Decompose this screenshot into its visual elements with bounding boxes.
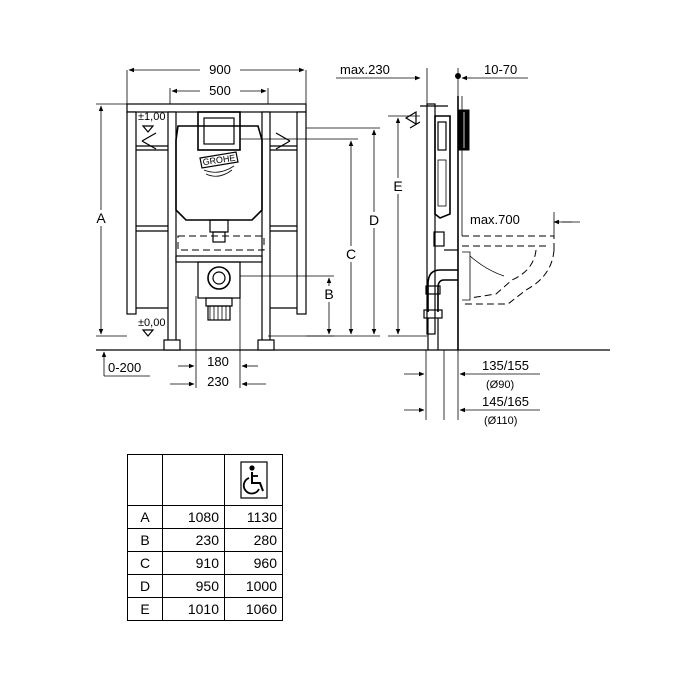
cistern-side (434, 115, 451, 219)
row-accessible: 960 (224, 551, 283, 575)
dim-drain-230: 230 (207, 374, 229, 389)
table-row: C 910 960 (127, 551, 283, 575)
table-row: B 230 280 (127, 528, 283, 552)
label-B: B (324, 286, 333, 302)
row-standard: 1080 (162, 505, 225, 529)
table-header-empty (127, 454, 163, 506)
frame-left-rail (126, 111, 137, 315)
row-standard: 910 (162, 551, 225, 575)
side-view: max.230 10-70 E max.700 (336, 62, 580, 427)
dim-max-depth: max.230 (340, 62, 390, 77)
dim-width-frame: 500 (209, 83, 231, 98)
label-E: E (393, 178, 402, 194)
dim-width-total: 900 (209, 62, 231, 77)
dimension-table: A 1080 1130 B 230 280 C 910 960 D 950 10… (127, 454, 283, 621)
frame-side-profile (426, 103, 436, 335)
dim-bowl-projection-text: max.700 (470, 212, 520, 227)
row-standard: 230 (162, 528, 225, 552)
pipe-110-note: (Ø110) (484, 415, 517, 427)
label-C: C (346, 246, 356, 262)
table-row: A 1080 1130 (127, 505, 283, 529)
table-header-accessible (224, 454, 283, 506)
level-bottom: ±0,00 (138, 317, 165, 329)
dim-pipe-110: 145/165 (482, 394, 529, 409)
row-accessible: 1060 (224, 597, 283, 621)
frame-inner-left (167, 111, 177, 345)
flush-plate-opening (197, 111, 241, 151)
level-top: ±1,00 (138, 111, 165, 123)
row-key: C (127, 551, 163, 575)
row-key: E (127, 597, 163, 621)
front-view: 900 500 (92, 62, 382, 389)
row-key: B (127, 528, 163, 552)
bowl-front-dashed (177, 235, 265, 251)
foot-left (163, 339, 181, 351)
dim-pipe-90: 135/155 (482, 358, 529, 373)
row-accessible: 280 (224, 528, 283, 552)
row-accessible: 1130 (224, 505, 283, 529)
dim-floor-range: 0-200 (108, 360, 141, 375)
row-standard: 950 (162, 574, 225, 598)
wheelchair-icon (239, 461, 268, 499)
label-A: A (96, 210, 106, 226)
table-header-row (127, 454, 283, 506)
table-row: E 1010 1060 (127, 597, 283, 621)
row-key: D (127, 574, 163, 598)
frame-inner-right (261, 111, 271, 345)
pipe-90-note: (Ø90) (486, 379, 514, 391)
table-row: D 950 1000 (127, 574, 283, 598)
dim-drain-180: 180 (207, 354, 229, 369)
bowl-side-dashed (462, 235, 555, 305)
dim-wall-gap: 10-70 (484, 62, 517, 77)
brand-logo: GROHE (199, 151, 239, 177)
row-accessible: 1000 (224, 574, 283, 598)
foot-right (257, 339, 275, 351)
table-header-standard (162, 454, 225, 506)
drain-pipe-side (423, 269, 458, 420)
svg-text:GROHE: GROHE (202, 153, 236, 167)
row-key: A (127, 505, 163, 529)
label-D: D (369, 212, 379, 228)
cistern-body (175, 125, 263, 221)
frame-right-rail (296, 111, 307, 315)
row-standard: 1010 (162, 597, 225, 621)
